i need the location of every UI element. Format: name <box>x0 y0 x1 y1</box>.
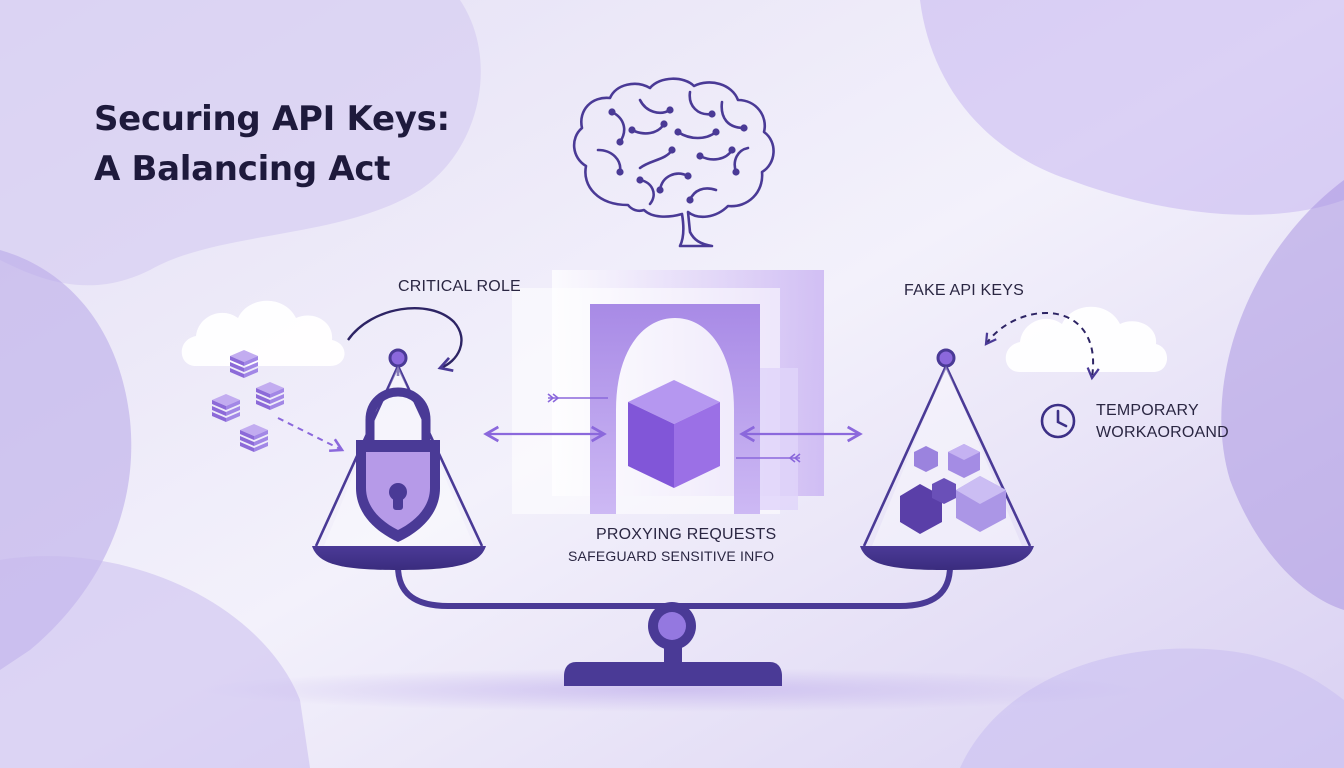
fake-api-keys-label: FAKE API KEYS <box>904 282 1024 299</box>
padlock-shield-icon <box>356 387 440 542</box>
title-line-2: A Balancing Act <box>94 149 391 189</box>
brain-icon <box>572 77 775 248</box>
database-stack-icon <box>212 350 284 452</box>
critical-role-label: CRITICAL ROLE <box>398 278 521 295</box>
balance-scale-icon <box>312 348 1034 686</box>
cube-icon <box>628 380 720 488</box>
proxy-arch <box>590 304 760 514</box>
proxy-gateway <box>512 270 824 514</box>
dashed-arrow-to-lock <box>277 417 345 452</box>
temporary-workaround-label: TEMPORARY WORKAOROAND <box>1096 400 1229 444</box>
bg-blob-top-right <box>920 0 1344 215</box>
cloud-icon-left <box>181 300 345 366</box>
hexagon-icon <box>900 444 1006 534</box>
scale-base <box>564 662 782 686</box>
title-line-1: Securing API Keys: <box>94 99 450 139</box>
arrows-center <box>483 393 863 463</box>
db-3 <box>212 394 240 422</box>
db-4 <box>240 424 268 452</box>
temporary-label-line-1: TEMPORARY <box>1096 402 1199 419</box>
critical-role-arrow <box>347 307 463 372</box>
dashed-arrow-fake-keys <box>984 311 1100 381</box>
db-1 <box>230 350 258 378</box>
clock-icon <box>1040 403 1076 439</box>
page-title: Securing API Keys: A Balancing Act <box>94 94 450 194</box>
safeguard-label: SAFEGUARD SENSITIVE INFO <box>568 548 775 564</box>
db-2 <box>256 382 284 410</box>
floor-glow <box>202 668 1142 712</box>
bg-blob-bottom-left <box>0 556 310 768</box>
temporary-label-line-2: WORKAOROAND <box>1096 424 1229 441</box>
bg-blob-right <box>1221 180 1344 610</box>
proxying-requests-label: PROXYING REQUESTS <box>596 526 777 543</box>
bg-blob-top-left <box>0 0 481 286</box>
